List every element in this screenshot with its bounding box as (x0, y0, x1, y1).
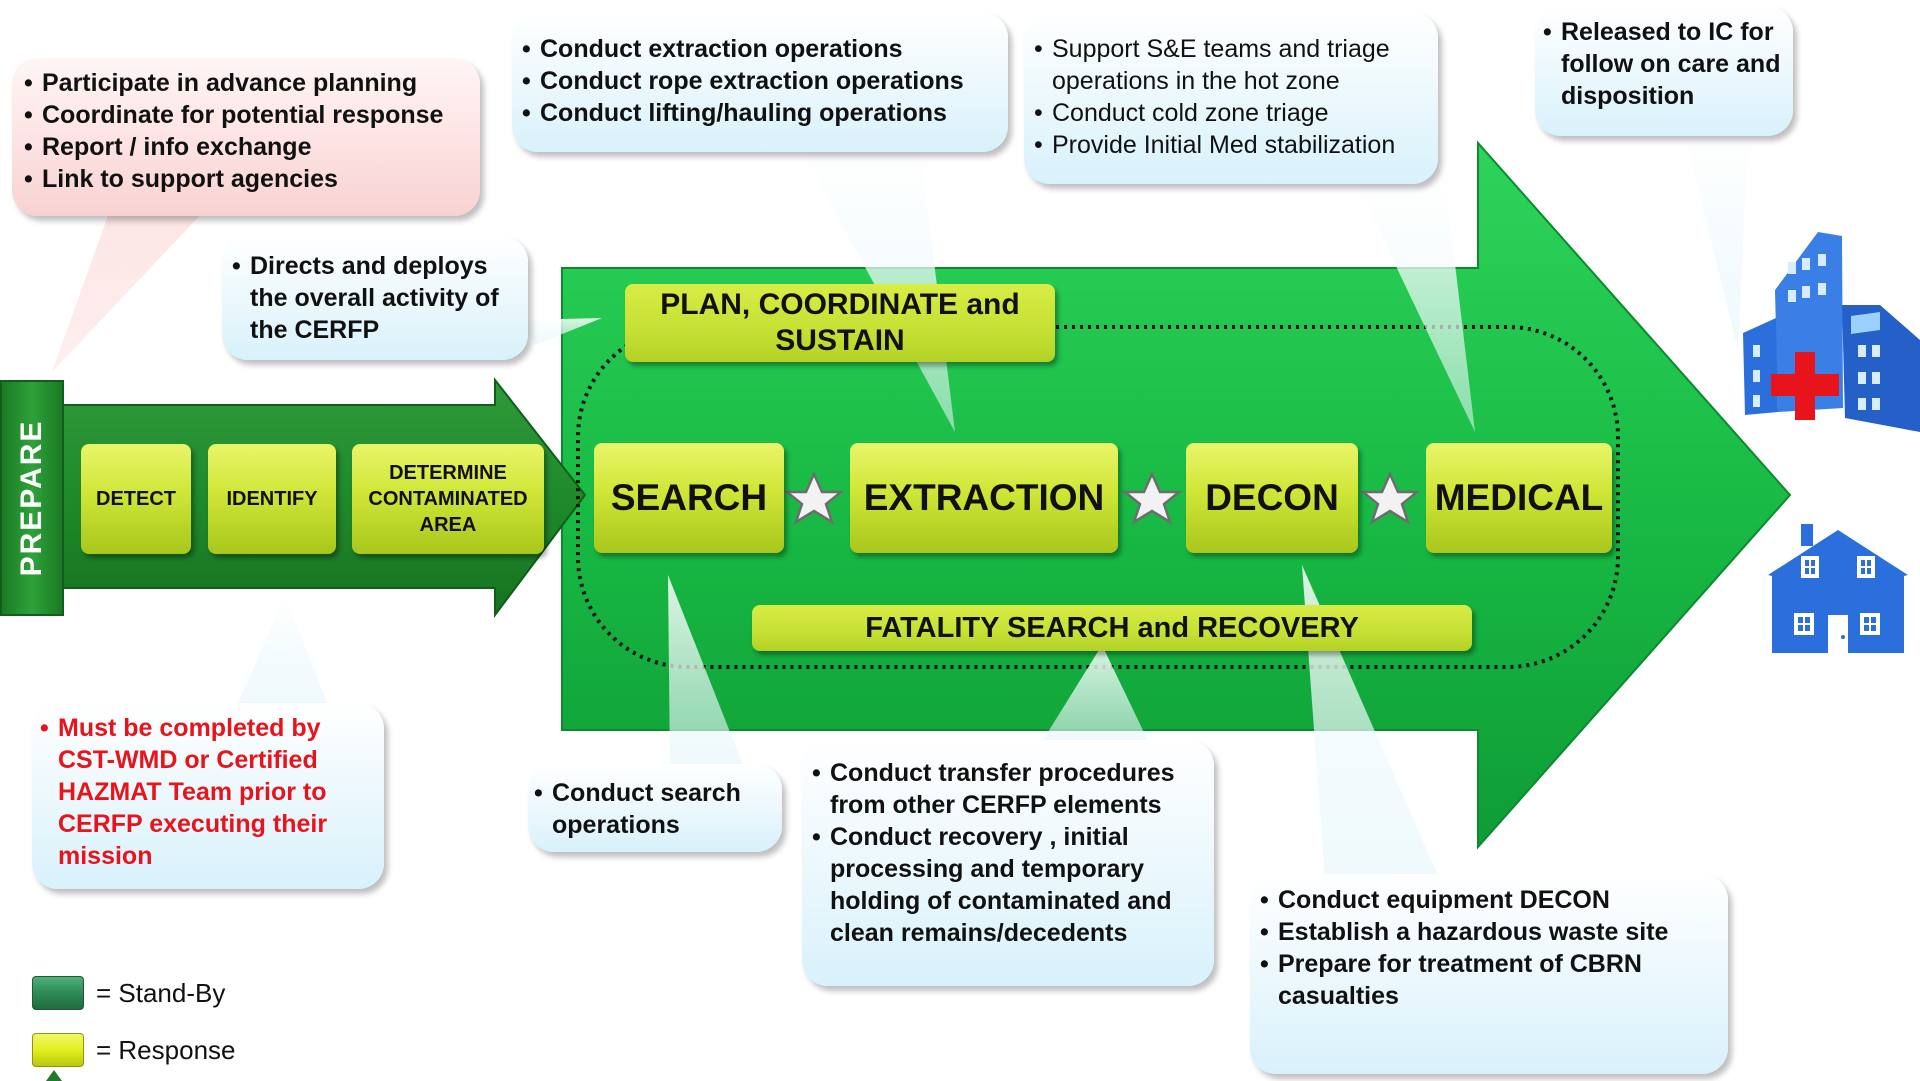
pointer-fatality (1040, 645, 1150, 745)
legend-response-swatch (32, 1033, 84, 1067)
step-determine-contaminated-area: DETERMINE CONTAMINATED AREA (352, 444, 544, 554)
callout-item: Conduct lifting/hauling operations (522, 97, 1008, 129)
callout-item: Coordinate for potential response (24, 99, 480, 131)
step-identify: IDENTIFY (208, 444, 336, 554)
pointer-medical (1355, 180, 1475, 432)
callout-item: Must be completed by CST-WMD or Certifie… (40, 712, 376, 872)
step-extraction: EXTRACTION (850, 443, 1118, 553)
callout-item: Conduct recovery , initial processing an… (812, 821, 1204, 949)
callout-fatality: Conduct transfer procedures from other C… (802, 740, 1214, 986)
callout-must-complete: Must be completed by CST-WMD or Certifie… (32, 703, 384, 889)
step-decon: DECON (1186, 443, 1358, 553)
callout-item: Conduct cold zone triage (1034, 97, 1428, 129)
callout-item: Support S&E teams and triage operations … (1034, 33, 1428, 97)
house-icon (1768, 524, 1908, 653)
callout-prepare: Participate in advance planning Coordina… (12, 58, 480, 216)
callout-medical: Support S&E teams and triage operations … (1024, 12, 1438, 184)
plan-coordinate-sustain-box: PLAN, COORDINATE and SUSTAIN (625, 284, 1055, 362)
callout-item: Conduct search operations (534, 777, 776, 841)
legend-standby-swatch (32, 976, 84, 1010)
callout-extraction: Conduct extraction operations Conduct ro… (512, 12, 1008, 152)
callout-item: Conduct equipment DECON (1260, 884, 1718, 916)
callout-item: Establish a hazardous waste site (1260, 916, 1718, 948)
prepare-bar: PREPARE (0, 380, 64, 616)
step-search: SEARCH (594, 443, 784, 553)
pointer-prepare (52, 210, 205, 372)
callout-decon: Conduct equipment DECON Establish a haza… (1250, 874, 1728, 1074)
pointer-plan (520, 318, 602, 345)
star-icon (783, 470, 1421, 525)
callout-search: Conduct search operations (528, 764, 782, 852)
hospital-icon (1743, 232, 1920, 432)
callout-released: Released to IC for follow on care and di… (1535, 6, 1793, 136)
callout-item: Report / info exchange (24, 131, 480, 163)
pointer-must (235, 596, 330, 710)
callout-item: Directs and deploys the overall activity… (232, 250, 520, 346)
fatality-search-recovery-box: FATALITY SEARCH and RECOVERY (752, 605, 1472, 651)
prepare-label: PREPARE (15, 419, 48, 577)
step-detect: DETECT (81, 444, 191, 554)
legend-standby-label: = Stand-By (96, 978, 226, 1008)
response-loop (576, 325, 1620, 669)
callout-item: Conduct transfer procedures from other C… (812, 757, 1204, 821)
legend-arrow-icon (46, 1070, 62, 1081)
pointer-search (668, 575, 745, 770)
callout-item: Participate in advance planning (24, 67, 480, 99)
callout-item: Conduct extraction operations (522, 33, 1008, 65)
callout-item: Provide Initial Med stabilization (1034, 129, 1428, 161)
pointer-released (1685, 135, 1748, 350)
callout-item: Link to support agencies (24, 163, 480, 195)
callout-item: Prepare for treatment of CBRN casualties (1260, 948, 1718, 1012)
legend-response-label: = Response (96, 1035, 236, 1065)
callout-item: Conduct rope extraction operations (522, 65, 1008, 97)
callout-plan: Directs and deploys the overall activity… (222, 236, 528, 360)
step-medical: MEDICAL (1426, 443, 1612, 553)
callout-item: Released to IC for follow on care and di… (1543, 16, 1785, 112)
